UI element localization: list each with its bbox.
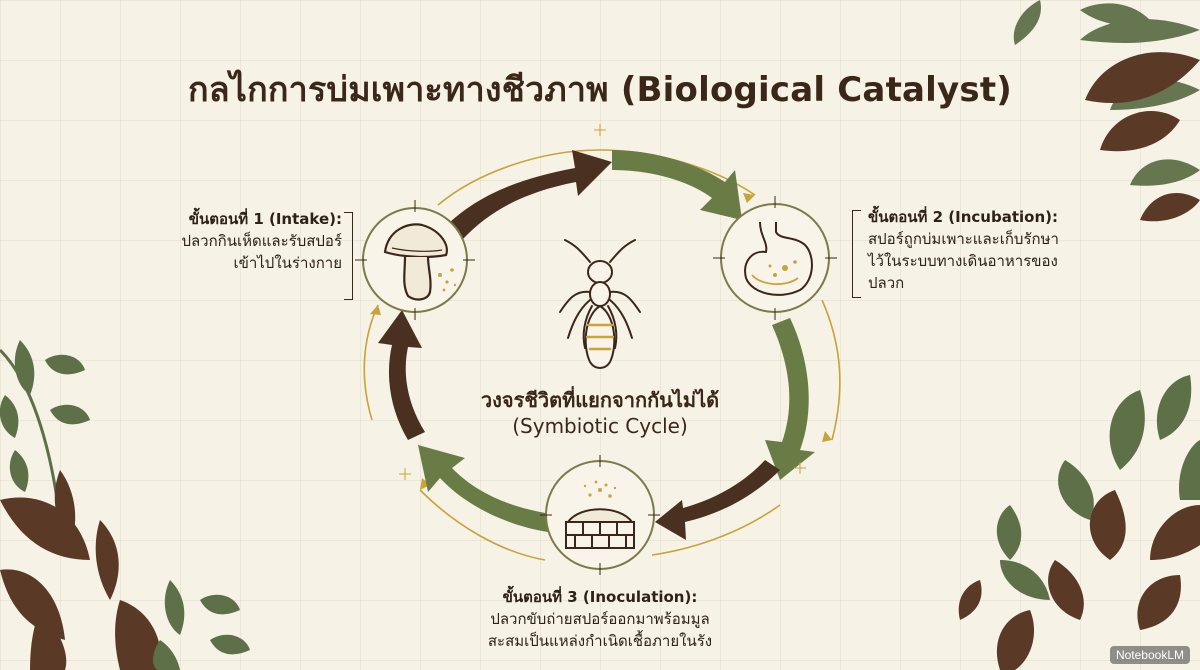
foliage-left xyxy=(0,340,250,670)
cycle-label-thai: วงจรชีวิตที่แยกจากกันไม่ได้ xyxy=(480,388,720,412)
foliage-bottom-right xyxy=(958,375,1200,670)
step-2-caption: ขั้นตอนที่ 2 (Incubation): สปอร์ถูกบ่มเพ… xyxy=(868,206,1059,294)
step-1-line-1: ปลวกกินเห็ดและรับสปอร์ xyxy=(181,232,342,250)
cycle-label-english: (Symbiotic Cycle) xyxy=(512,414,688,438)
arrow-incubation-down xyxy=(765,318,815,480)
step-3-line-2: สะสมเป็นแหล่งกำเนิดเชื้อภายในรัง xyxy=(487,632,713,650)
foliage-top-right xyxy=(1013,0,1200,222)
nest-icon xyxy=(565,508,635,549)
step-1-heading: ขั้นตอนที่ 1 (Intake): xyxy=(188,210,342,228)
page-title: กลไกการบ่มเพาะทางชีวภาพ (Biological Cata… xyxy=(187,70,1013,110)
step-2-line-2: ไว้ในระบบทางเดินอาหารของ xyxy=(868,252,1058,270)
cycle-arrows xyxy=(378,150,815,540)
gold-guide-arcs xyxy=(363,149,841,561)
step-node-3 xyxy=(540,455,660,575)
step-node-2 xyxy=(713,196,837,320)
step-2-line-1: สปอร์ถูกบ่มเพาะและเก็บรักษา xyxy=(868,230,1059,248)
stomach-icon xyxy=(744,221,813,296)
arrow-intake-to-top xyxy=(440,150,612,240)
step-1-caption: ขั้นตอนที่ 1 (Intake): ปลวกกินเห็ดและรับ… xyxy=(181,208,342,274)
step-1-line-2: เข้าไปในร่างกาย xyxy=(233,254,342,272)
brand-watermark: NotebookLM xyxy=(1109,646,1190,664)
step-2-line-3: ปลวก xyxy=(868,274,905,292)
step-3-line-1: ปลวกขับถ่ายสปอร์ออกมาพร้อมมูล xyxy=(490,610,710,628)
step-2-heading: ขั้นตอนที่ 2 (Incubation): xyxy=(868,208,1058,226)
arrow-down-to-inoculation xyxy=(655,460,780,540)
step-node-1 xyxy=(355,200,475,320)
arrow-top-to-incubation xyxy=(612,150,742,220)
mushroom-icon xyxy=(383,223,448,301)
step2-bracket xyxy=(852,210,861,298)
termite-icon xyxy=(559,239,641,369)
step1-bracket xyxy=(344,212,353,300)
crosshair-marks xyxy=(399,124,806,480)
step-3-heading: ขั้นตอนที่ 3 (Inoculation): xyxy=(502,588,698,606)
arrow-inoculation-to-left xyxy=(418,445,552,532)
step-3-caption: ขั้นตอนที่ 3 (Inoculation): ปลวกขับถ่ายส… xyxy=(400,586,800,652)
gold-arrowheads xyxy=(370,193,832,490)
arrow-left-up xyxy=(378,310,425,440)
